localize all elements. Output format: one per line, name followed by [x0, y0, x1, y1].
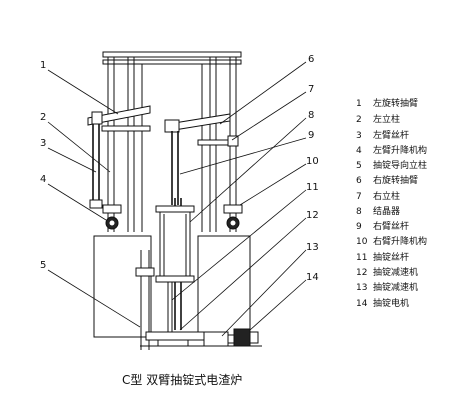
ingot-motor: [233, 328, 259, 347]
legend-label-12: 抽锭减速机: [373, 266, 418, 278]
top-frame: [102, 51, 242, 65]
legend-label-6: 右旋转抽臂: [373, 174, 418, 186]
right-lift-mechanism: [223, 204, 243, 230]
legend-label-13: 抽锭减速机: [373, 281, 418, 293]
legend-num-8: 8: [356, 207, 362, 217]
legend-num-12: 12: [356, 268, 367, 278]
callout-numbers: 1 2 3 4 5 6 7 8 9 10 11 12 13 14: [40, 54, 319, 283]
diagram-caption: C型 双臂抽锭式电渣炉: [122, 373, 242, 387]
legend-num-13: 13: [356, 283, 367, 293]
callout-5: 5: [40, 260, 46, 271]
callout-11: 11: [306, 182, 319, 193]
legend-num-3: 3: [356, 131, 362, 141]
legend-label-9: 右臂丝杆: [373, 220, 409, 232]
legend-num-5: 5: [356, 161, 362, 171]
left-lift-mechanism: [102, 204, 122, 230]
legend-num-7: 7: [356, 192, 362, 202]
right-base-stand: [197, 235, 251, 338]
legend-label-2: 左立柱: [373, 113, 400, 125]
legend-num-4: 4: [356, 146, 362, 156]
left-base-stand: [93, 235, 152, 338]
legend-label-7: 右立柱: [373, 190, 400, 202]
legend-label-11: 抽锭丝杆: [373, 251, 409, 263]
ingot-lead-screw: [167, 282, 173, 332]
right-rotating-arm: [164, 113, 239, 205]
legend-label-14: 抽锭电机: [373, 297, 409, 309]
left-column: [107, 57, 143, 232]
legend-num-9: 9: [356, 222, 362, 232]
callout-10: 10: [306, 156, 319, 167]
callout-12: 12: [306, 210, 319, 221]
legend-num-6: 6: [356, 176, 362, 186]
legend-label-4: 左臂升降机构: [373, 144, 427, 156]
callout-8: 8: [308, 110, 314, 121]
callout-7: 7: [308, 84, 314, 95]
legend-label-8: 结晶器: [373, 205, 400, 217]
callout-2: 2: [40, 112, 46, 123]
callout-1: 1: [40, 60, 46, 71]
crystallizer: [155, 198, 195, 330]
legend-num-14: 14: [356, 299, 368, 309]
left-rotating-arm: [87, 105, 151, 209]
legend-num-2: 2: [356, 115, 362, 125]
callout-13: 13: [306, 242, 319, 253]
legend-label-1: 左旋转抽臂: [373, 97, 418, 109]
legend-label-10: 右臂升降机构: [373, 235, 427, 247]
legend-num-1: 1: [356, 99, 362, 109]
callout-4: 4: [40, 174, 46, 185]
callout-14: 14: [306, 272, 319, 283]
callout-6: 6: [308, 54, 314, 65]
legend: 1 左旋转抽臂 2 左立柱 3 左臂丝杆 4 左臂升降机构 5 抽锭导向立柱 6…: [356, 97, 427, 309]
callout-9: 9: [308, 130, 314, 141]
legend-num-10: 10: [356, 237, 368, 247]
legend-label-5: 抽锭导向立柱: [373, 159, 427, 171]
legend-label-3: 左臂丝杆: [373, 129, 409, 141]
legend-num-11: 11: [356, 253, 367, 263]
callout-3: 3: [40, 138, 46, 149]
leader-lines: [47, 61, 307, 337]
